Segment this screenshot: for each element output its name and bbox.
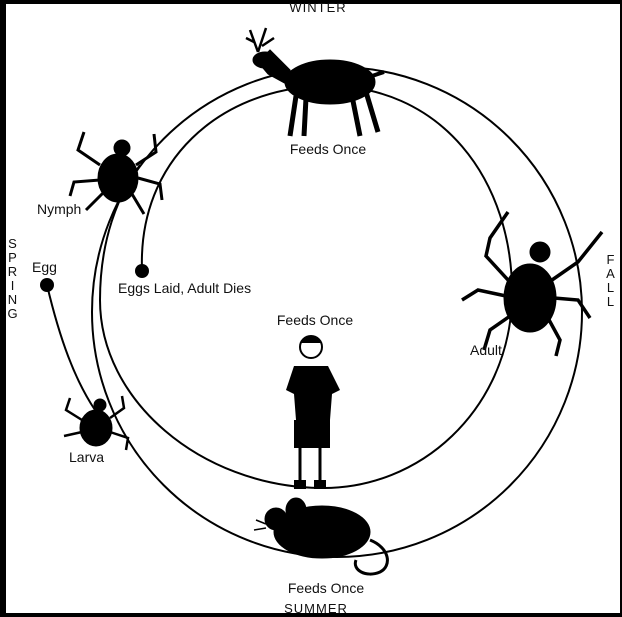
label-human-feeds-once: Feeds Once <box>277 312 353 328</box>
tick-nymph-icon <box>70 132 162 214</box>
season-spring: S P R I N G S <box>7 236 18 321</box>
egg-to-larva-line <box>47 285 95 410</box>
label-eggs-laid-adult-dies: Eggs Laid, Adult Dies <box>118 280 251 296</box>
fall-letter: A <box>606 266 616 281</box>
spring-letter: G <box>7 306 18 321</box>
label-nymph: Nymph <box>37 201 81 217</box>
season-fall: F A L L <box>606 252 616 309</box>
deer-icon <box>246 28 384 136</box>
label-adult: Adult <box>470 342 502 358</box>
mouse-icon <box>254 498 387 574</box>
eggs-laid-dot <box>135 264 149 278</box>
spring-letter: P <box>8 250 18 265</box>
fall-letter: F <box>607 252 616 267</box>
label-larva: Larva <box>69 449 104 465</box>
fall-letter: L <box>607 294 615 309</box>
spring-letter: R <box>8 264 18 279</box>
spring-letter: I <box>11 278 16 293</box>
spring-letter: S <box>8 236 18 251</box>
label-deer-feeds-once: Feeds Once <box>290 141 366 157</box>
spring-letter: N <box>8 292 18 307</box>
season-winter: WINTER <box>289 0 346 15</box>
label-mouse-feeds-once: Feeds Once <box>288 580 364 596</box>
fall-letter: L <box>607 280 615 295</box>
label-egg: Egg <box>32 259 57 275</box>
season-summer: SUMMER <box>284 601 348 616</box>
human-icon <box>286 336 340 489</box>
egg-dot <box>40 278 54 292</box>
